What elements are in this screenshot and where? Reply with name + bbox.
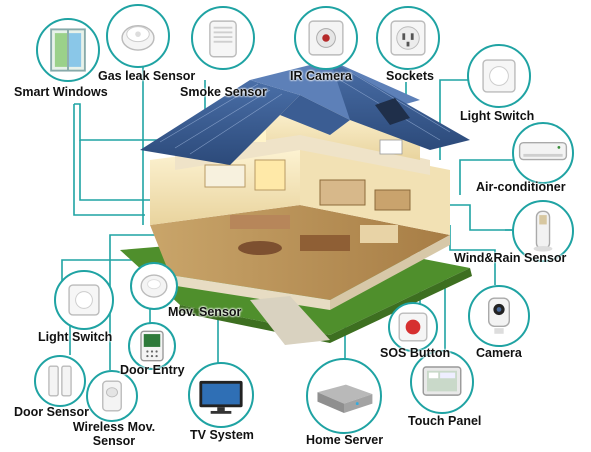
sos-button-label: SOS Button — [380, 346, 451, 360]
door-entry-label: Door Entry — [120, 363, 185, 377]
ir-camera-label: IR Camera — [290, 69, 352, 83]
mov-sensor-label: Mov. Sensor — [168, 305, 242, 319]
wind-rain-sensor-label: Wind&Rain Sensor — [454, 251, 567, 265]
light-switch-left-icon — [54, 270, 114, 330]
door-sensor-icon — [34, 355, 86, 407]
door-entry-icon — [128, 322, 176, 370]
touch-panel-icon — [410, 350, 474, 414]
touch-panel-label: Touch Panel — [408, 414, 482, 428]
smoke-sensor-icon — [191, 6, 255, 70]
light-switch-icon — [467, 44, 531, 108]
camera-icon — [468, 285, 530, 347]
sockets-label: Sockets — [386, 69, 434, 83]
home-server-icon — [306, 358, 382, 434]
socket-icon — [376, 6, 440, 70]
home-server-label: Home Server — [306, 433, 384, 447]
light-switch-top-label: Light Switch — [460, 109, 535, 123]
wireless-mov-sensor-label-line2: Sensor — [92, 434, 136, 448]
gas-sensor-icon — [106, 4, 170, 68]
wind-rain-sensor-icon — [512, 200, 574, 262]
air-conditioner-icon — [512, 122, 574, 184]
wireless-mov-sensor-label: Wireless Mov. Sensor — [70, 420, 158, 448]
motion-sensor-icon — [130, 262, 178, 310]
sos-button-icon — [388, 302, 438, 352]
window-icon — [36, 18, 100, 82]
tv-icon — [188, 362, 254, 428]
camera-label: Camera — [476, 346, 522, 360]
door-sensor-label: Door Sensor — [14, 405, 90, 419]
gas-leak-sensor-label: Gas leak Sensor — [98, 69, 196, 83]
tv-system-label: TV System — [190, 428, 254, 442]
light-switch-left-label: Light Switch — [38, 330, 113, 344]
wireless-mov-sensor-label-line1: Wireless Mov. — [72, 420, 156, 434]
wireless-motion-sensor-icon — [86, 370, 138, 422]
air-conditioner-label: Air-conditioner — [476, 180, 566, 194]
smart-windows-label: Smart Windows — [14, 85, 108, 99]
smoke-sensor-label: Smoke Sensor — [180, 85, 267, 99]
ir-camera-icon — [294, 6, 358, 70]
